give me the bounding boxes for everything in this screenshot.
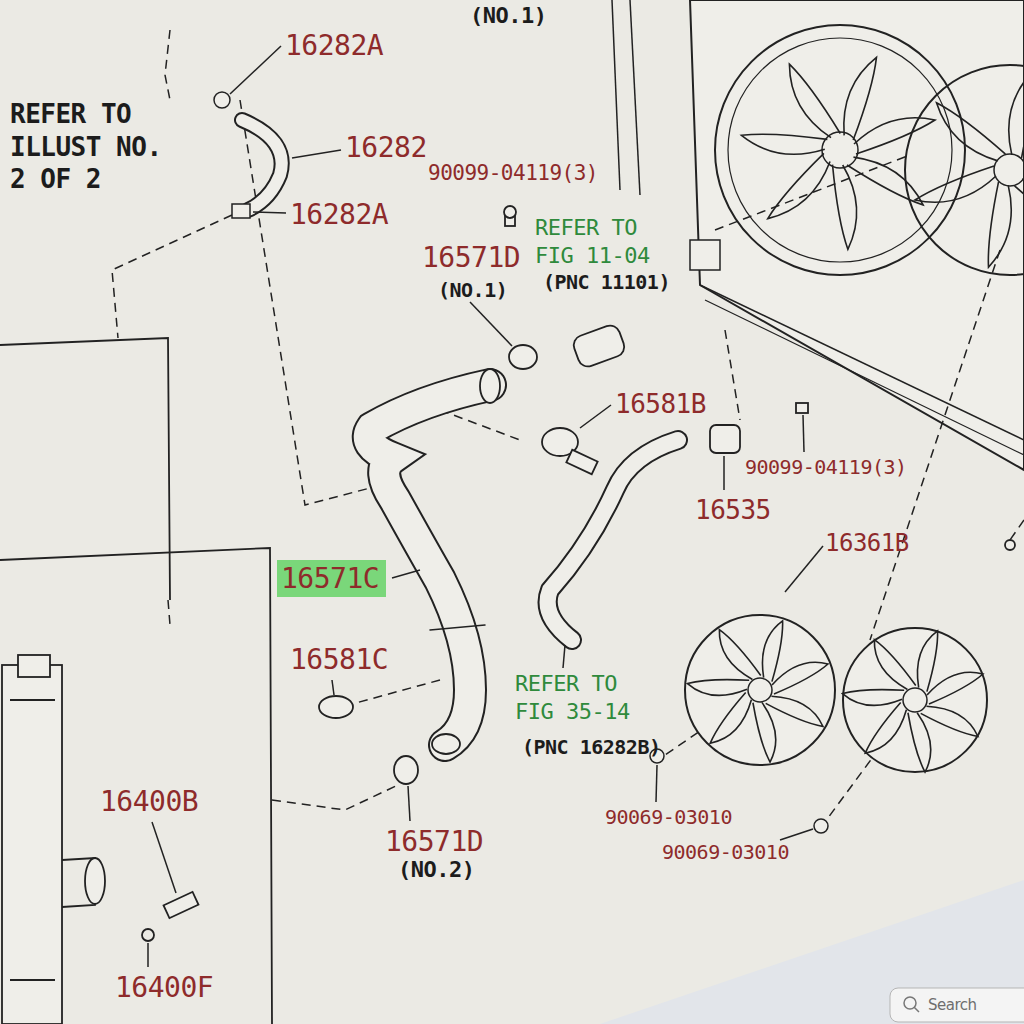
dashed-lines: [112, 30, 1024, 826]
part-number: 90069-03010: [605, 805, 732, 830]
cross-reference: REFER TO FIG 11-04: [535, 214, 667, 269]
note-text: (PNC 16282B): [522, 735, 661, 760]
note-text: (PNC 11101): [543, 270, 670, 295]
hose-16282B: [548, 440, 678, 640]
part-number: 90099-04119(3): [428, 160, 598, 186]
fittings: [319, 206, 1015, 784]
part-number: 16571D: [385, 824, 483, 859]
part-number: 16282A: [290, 197, 388, 232]
part-number: 16361B: [825, 528, 909, 558]
hose-16571C: [369, 369, 500, 754]
note-text: (NO.1): [438, 278, 507, 303]
taskbar: [600, 880, 1024, 1024]
part-number: 16282: [345, 130, 427, 165]
note-text: REFER TO ILLUST NO. 2 OF 2: [10, 98, 182, 196]
fan-shroud: [612, 0, 1024, 470]
hose-16282: [214, 92, 282, 218]
radiator: [0, 338, 272, 1024]
part-number: 16571D: [422, 240, 520, 275]
cross-reference: REFER TO FIG 35-14: [515, 670, 647, 725]
note-text: (NO.1): [470, 2, 546, 30]
part-number: 16400B: [100, 784, 198, 819]
leader-lines: [148, 46, 823, 967]
highlighted-part: 16571C: [277, 560, 386, 597]
part-number: 16581C: [290, 642, 388, 677]
part-number: 16282A: [285, 28, 383, 63]
part-number: 16571C: [281, 562, 386, 595]
part-number: 90099-04119(3): [745, 455, 907, 480]
note-text: (NO.2): [398, 856, 474, 884]
part-number: 16400F: [115, 970, 213, 1005]
search-box-text: Search: [928, 996, 977, 1015]
part-number: 16581B: [615, 388, 706, 421]
part-number: 16535: [695, 494, 771, 527]
fan-blades: [650, 615, 987, 833]
part-number: 90069-03010: [662, 840, 789, 865]
